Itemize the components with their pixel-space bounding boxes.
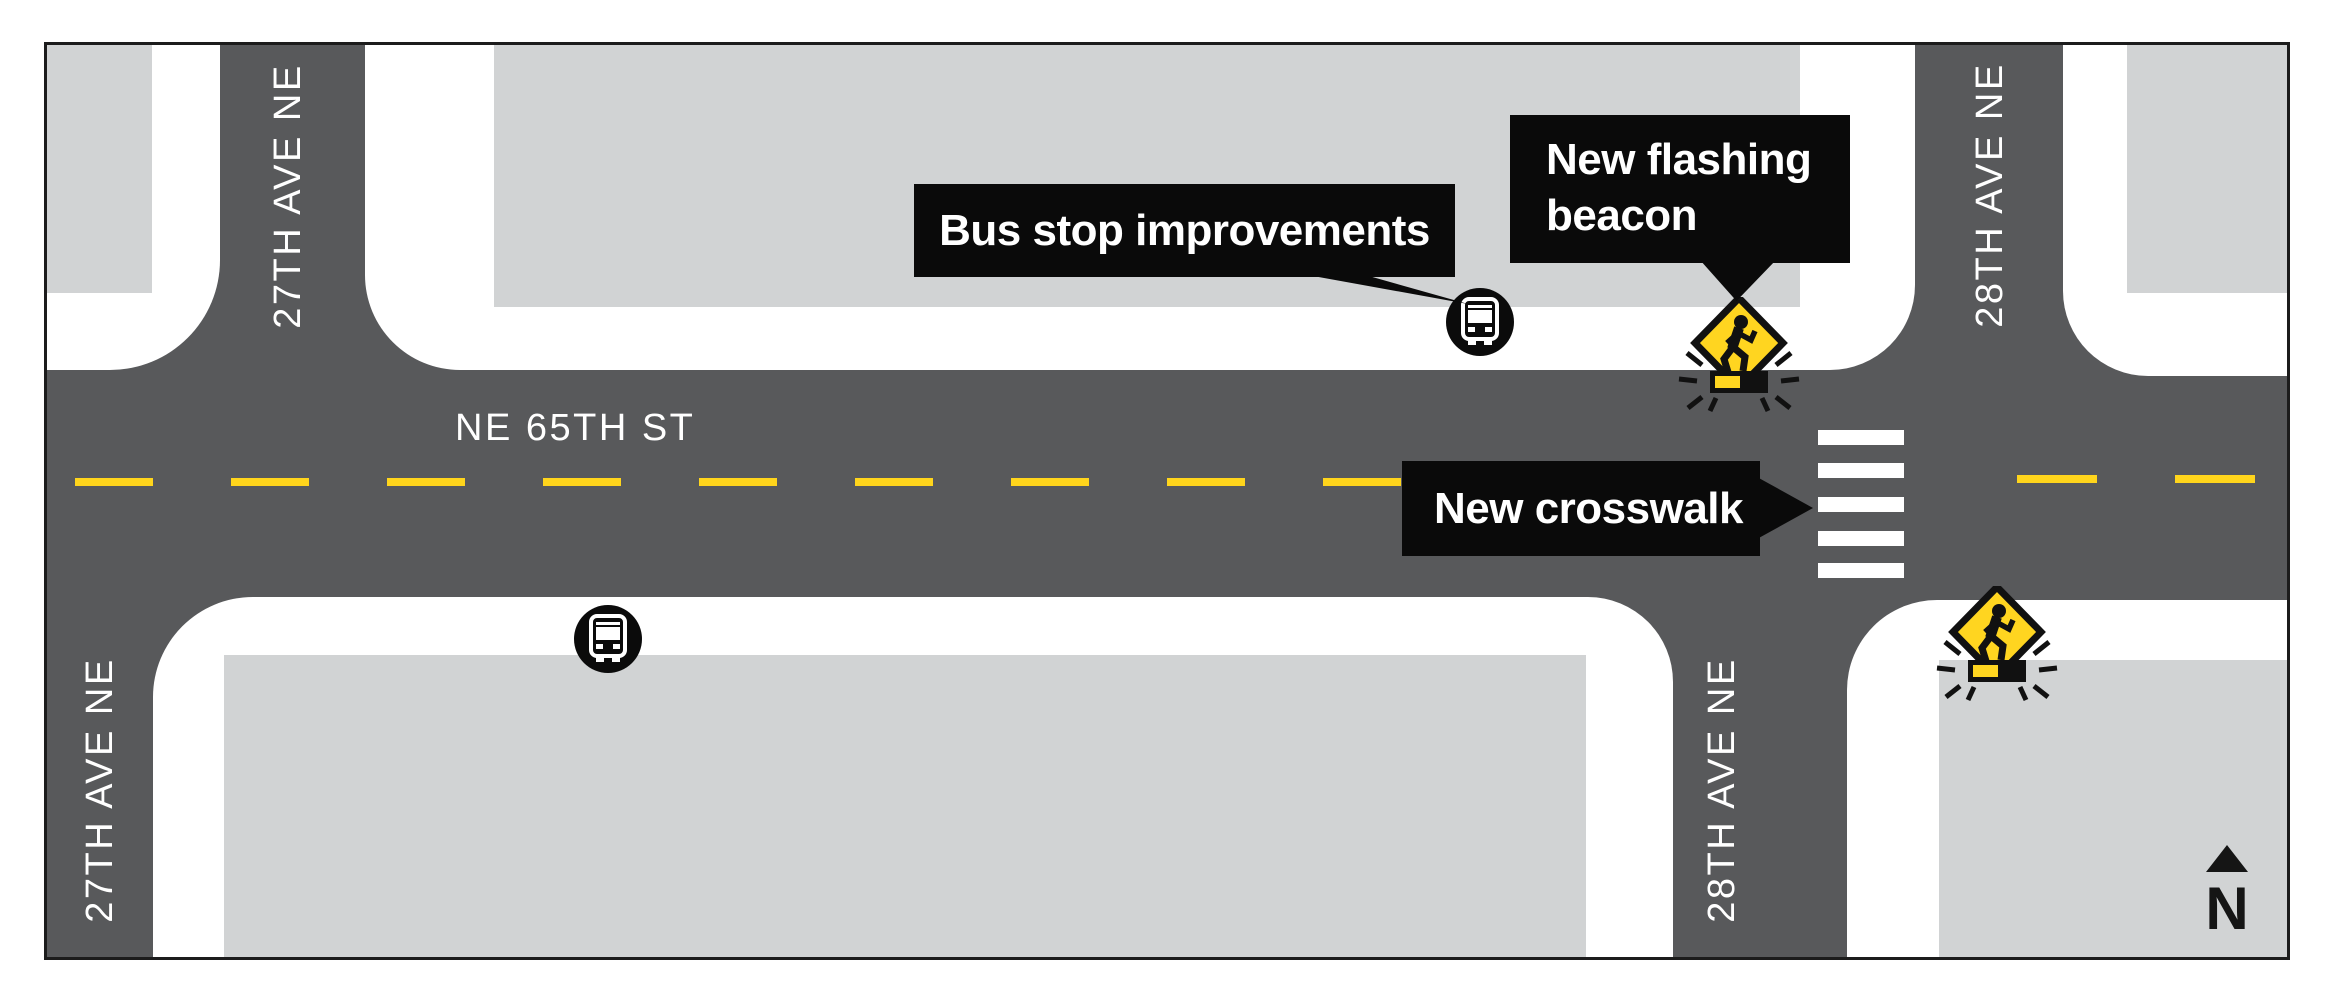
- callout-bus-stop-improvements: Bus stop improvements: [914, 184, 1455, 277]
- street-label-ne-65th-st: NE 65TH ST: [455, 407, 696, 449]
- city-block-bottom-center: [224, 655, 1586, 957]
- pedestrian-crossing-sign-icon: [1932, 581, 2062, 711]
- center-line-dash: [2175, 475, 2255, 483]
- city-block-bottom-right: [1939, 660, 2287, 957]
- north-arrow-icon: [2206, 845, 2248, 872]
- street-label-28th-ave-ne-north: 28TH AVE NE: [1969, 62, 2011, 328]
- callout-new-crosswalk: New crosswalk: [1402, 461, 1760, 556]
- street-label-27th-ave-ne-south: 27TH AVE NE: [79, 657, 121, 923]
- callout-label: New crosswalk: [1434, 483, 1744, 533]
- city-block-top-left: [47, 45, 152, 293]
- crosswalk-stripe: [1818, 430, 1904, 445]
- street-label-27th-ave-ne-north: 27TH AVE NE: [267, 63, 309, 329]
- pedestrian-figure: [1720, 315, 1758, 374]
- north-label: N: [2205, 875, 2249, 942]
- pedestrian-crossing-sign-icon: [1674, 292, 1804, 422]
- callout-label: New flashing beacon: [1546, 135, 1812, 240]
- center-line-dashes: [75, 478, 1402, 486]
- flashing-beacon-rays: [1936, 640, 2058, 702]
- callout-new-flashing-beacon: New flashing beacon: [1510, 115, 1850, 263]
- flashing-beacon-rays: [1678, 351, 1800, 413]
- crosswalk-stripe: [1818, 563, 1904, 578]
- crosswalk-stripe: [1818, 497, 1904, 512]
- bus-stop-icon: [1444, 286, 1516, 363]
- bus-stop-icon: [572, 603, 644, 680]
- pedestrian-figure: [1978, 604, 2016, 663]
- crosswalk-stripe: [1818, 463, 1904, 478]
- crosswalk-stripe: [1818, 531, 1904, 546]
- street-label-28th-ave-ne-south: 28TH AVE NE: [1701, 657, 1743, 923]
- callout-label: Bus stop improvements: [939, 205, 1430, 255]
- city-block-top-right: [2127, 45, 2287, 293]
- center-line-dash: [2017, 475, 2097, 483]
